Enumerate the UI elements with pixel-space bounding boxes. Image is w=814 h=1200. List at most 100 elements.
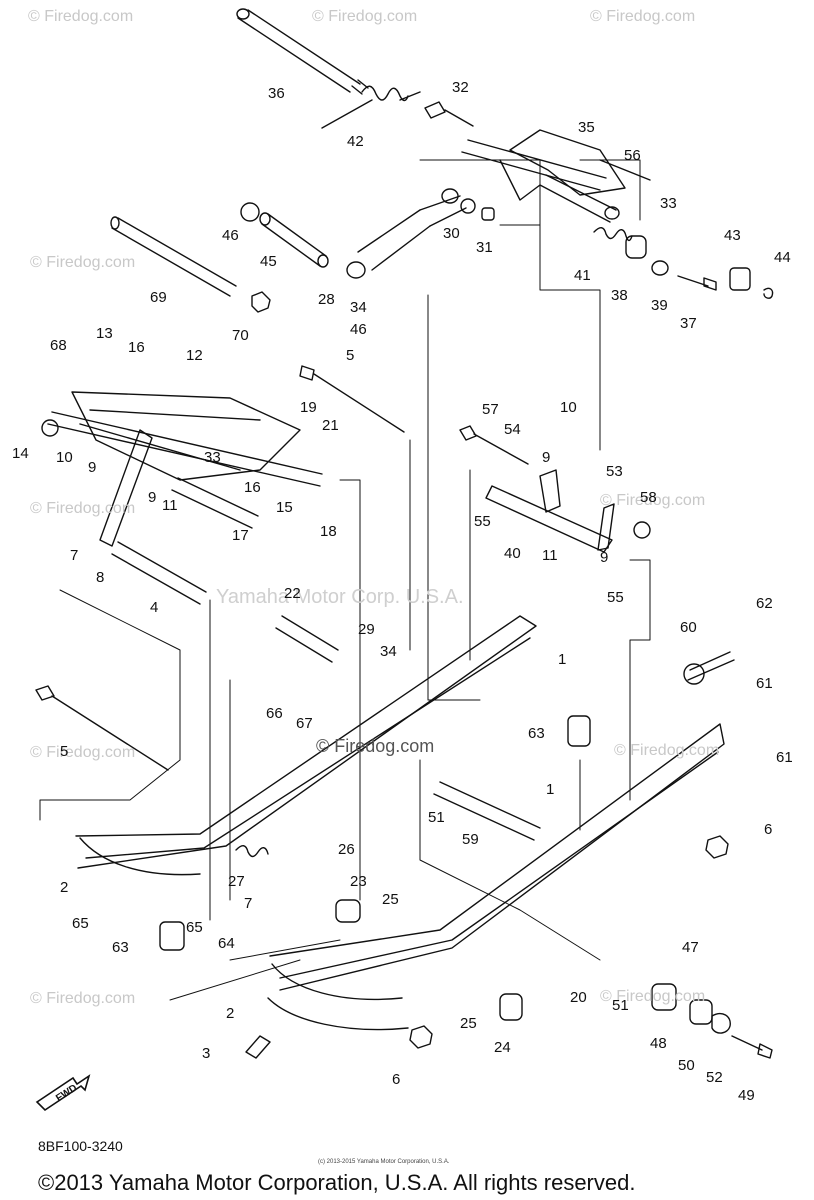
callout-12: 12 [186, 347, 203, 364]
callout-55: 55 [607, 589, 624, 606]
callout-14: 14 [12, 445, 29, 462]
bolt-37 [677, 275, 717, 291]
bushing-30 [460, 198, 476, 214]
callout-70: 70 [232, 327, 249, 344]
callout-52: 52 [706, 1069, 723, 1086]
clip-44 [763, 287, 774, 299]
callout-15: 15 [276, 499, 293, 516]
callout-49: 49 [738, 1087, 755, 1104]
shaft-22 [275, 615, 339, 663]
callout-36: 36 [268, 85, 285, 102]
callout-10: 10 [56, 449, 73, 466]
callout-34: 34 [380, 643, 397, 660]
copyright-line: ©2013 Yamaha Motor Corporation, U.S.A. A… [38, 1170, 636, 1195]
callout-41: 41 [574, 267, 591, 284]
callout-7: 7 [70, 547, 79, 564]
callout-11: 11 [162, 497, 178, 514]
callout-44: 44 [774, 249, 791, 266]
cap-43 [729, 267, 751, 291]
callout-31: 31 [476, 239, 493, 256]
callout-19: 19 [300, 399, 317, 416]
callout-6: 6 [764, 821, 773, 838]
callout-46: 46 [222, 227, 239, 244]
callout-9: 9 [88, 459, 97, 476]
callout-11: 11 [542, 547, 558, 564]
callout-26: 26 [338, 841, 355, 858]
callout-4: 4 [150, 599, 159, 616]
part-52 [711, 1012, 731, 1034]
part-63-lower [159, 921, 185, 951]
callout-17: 17 [232, 527, 249, 544]
callout-22: 22 [284, 585, 301, 602]
part-50 [689, 999, 713, 1025]
shaft-45 [240, 202, 329, 268]
callout-13: 13 [96, 325, 113, 342]
callout-60: 60 [680, 619, 697, 636]
callout-9: 9 [600, 549, 609, 566]
callout-57: 57 [482, 401, 499, 418]
callout-63: 63 [112, 939, 129, 956]
tiny-copyright: (c) 2013-2015 Yamaha Motor Corporation, … [318, 1159, 450, 1165]
callout-32: 32 [452, 79, 469, 96]
watermark-row3-right: © Firedog.com [600, 492, 706, 509]
callout-37: 37 [680, 315, 697, 332]
callout-45: 45 [260, 253, 277, 270]
watermark-row5-left: © Firedog.com [30, 990, 136, 1007]
callout-34: 34 [350, 299, 367, 316]
callout-51: 51 [612, 997, 629, 1014]
washer-39 [651, 260, 669, 276]
collar-38 [625, 235, 647, 259]
callout-64: 64 [218, 935, 235, 952]
callout-47: 47 [682, 939, 699, 956]
callout-24: 24 [494, 1039, 511, 1056]
callout-5: 5 [60, 743, 69, 760]
callout-16: 16 [244, 479, 261, 496]
shaft-17 [171, 477, 259, 529]
bolt-49 [731, 1035, 773, 1059]
slide-rail-left [75, 615, 537, 876]
callout-63: 63 [528, 725, 545, 742]
watermark-top-center: © Firedog.com [312, 8, 418, 25]
bolt-32 [424, 101, 474, 127]
watermark-row4-left: © Firedog.com [30, 744, 136, 761]
callout-62: 62 [756, 595, 773, 612]
callout-8: 8 [96, 569, 105, 586]
front-arm-12 [41, 391, 323, 487]
callout-10: 10 [560, 399, 577, 416]
slide-rail-right [267, 723, 725, 1031]
bolt-3 [245, 1035, 271, 1059]
exploded-view-drawing [35, 8, 774, 1059]
spring-41 [593, 227, 633, 242]
callout-5: 5 [346, 347, 355, 364]
callout-9: 9 [542, 449, 551, 466]
callout-40: 40 [504, 545, 521, 562]
callout-53: 53 [606, 463, 623, 480]
callout-38: 38 [611, 287, 628, 304]
parts-code: 8BF100-3240 [38, 1138, 123, 1154]
callout-28: 28 [318, 291, 335, 308]
callout-39: 39 [651, 297, 668, 314]
watermark-center: Yamaha Motor Corp. U.S.A. [216, 586, 464, 608]
spring-42 [321, 85, 421, 129]
shock-absorber-28 [346, 188, 467, 279]
watermark-row5-right: © Firedog.com [600, 988, 706, 1005]
callout-54: 54 [504, 421, 521, 438]
callout-43: 43 [724, 227, 741, 244]
callout-6: 6 [392, 1071, 401, 1088]
callout-1: 1 [546, 781, 555, 798]
callout-25: 25 [382, 891, 399, 908]
callout-66: 66 [266, 705, 283, 722]
callout-33: 33 [660, 195, 677, 212]
callout-48: 48 [650, 1035, 667, 1052]
callout-16: 16 [128, 339, 145, 356]
watermark-mid: © Firedog.com [316, 736, 435, 756]
callout-61: 61 [756, 675, 773, 692]
callout-2: 2 [226, 1005, 235, 1022]
spring-27 [235, 845, 269, 858]
callout-65: 65 [186, 919, 203, 936]
callout-25: 25 [460, 1015, 477, 1032]
callout-61: 61 [776, 749, 793, 766]
watermark-row3-left: © Firedog.com [30, 500, 136, 517]
part-48 [651, 983, 677, 1011]
callout-55: 55 [474, 513, 491, 530]
